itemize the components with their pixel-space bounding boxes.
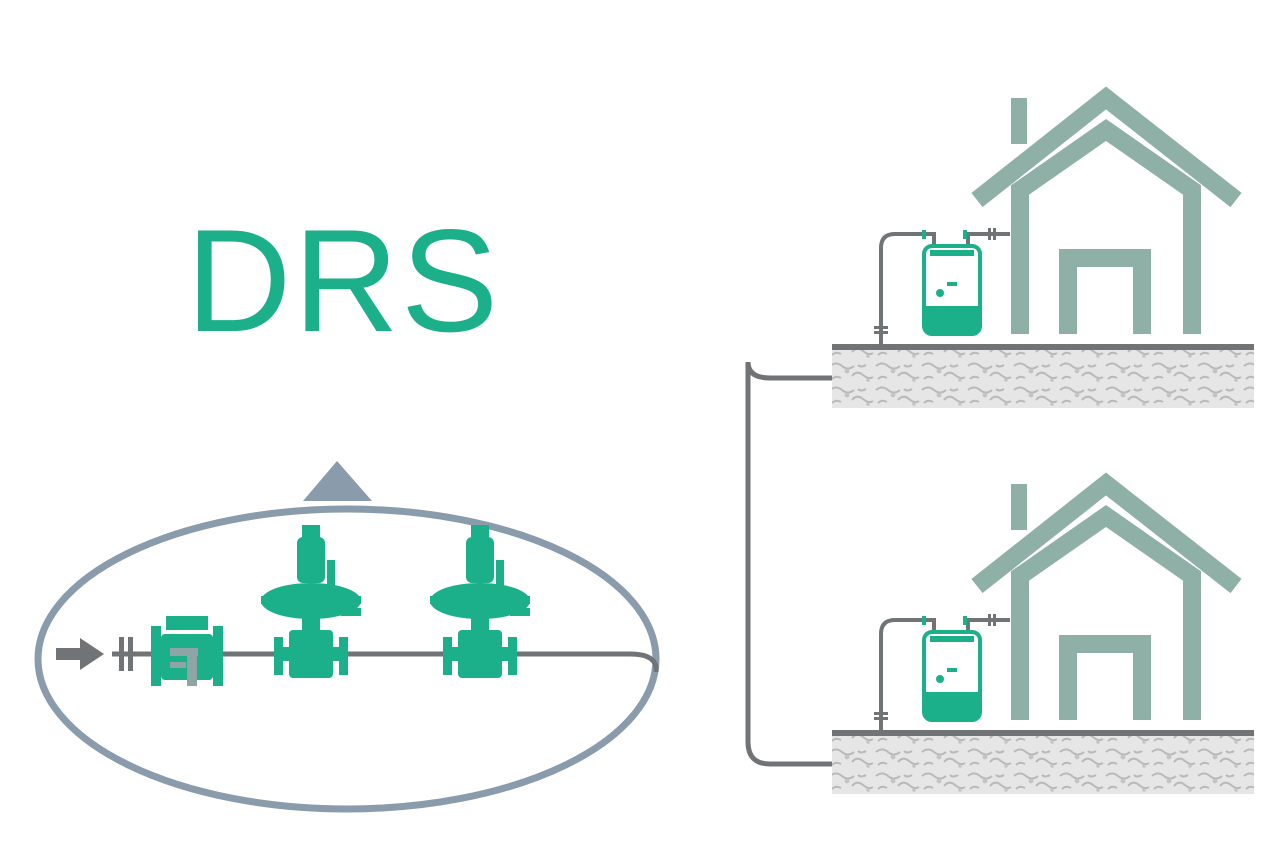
flow-arrow-icon xyxy=(56,638,104,670)
station-pipe xyxy=(112,651,659,673)
station-enclosure xyxy=(34,461,660,813)
enclosure-roof-peak xyxy=(303,461,372,501)
pressure-regulator-icon xyxy=(430,525,530,678)
service-pipe xyxy=(879,618,936,730)
service-pipe xyxy=(879,232,936,344)
house-icon xyxy=(971,86,1242,334)
house-1 xyxy=(832,86,1254,408)
distribution-pipe xyxy=(745,361,884,767)
ground-surface xyxy=(832,344,1254,350)
diagram-title: DRS xyxy=(186,199,501,362)
ground-surface xyxy=(832,730,1254,736)
gas-meter-icon xyxy=(922,244,982,336)
flange-icon xyxy=(119,637,133,671)
house-icon xyxy=(971,472,1242,720)
filter-valve-icon xyxy=(151,616,223,686)
ground-section xyxy=(832,736,1254,794)
gas-meter-icon xyxy=(922,630,982,722)
ground-section xyxy=(832,350,1254,408)
pressure-regulator-icon xyxy=(261,525,361,678)
house-2 xyxy=(832,472,1254,794)
